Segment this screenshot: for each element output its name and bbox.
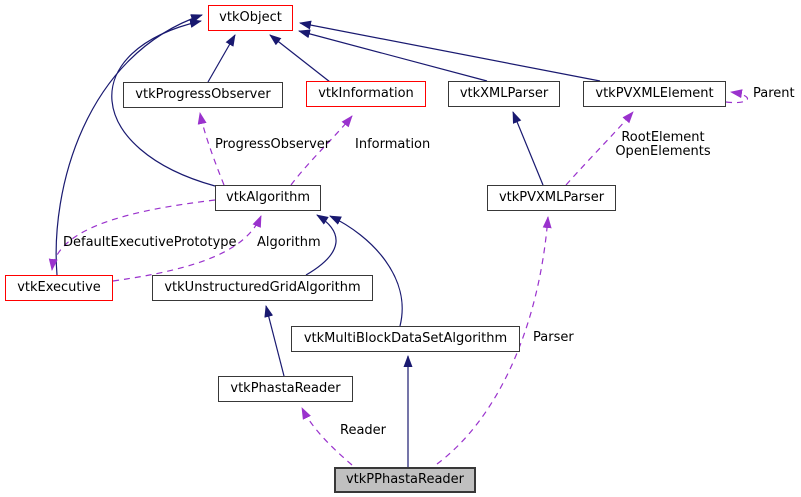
edge-label-reader: Reader xyxy=(340,423,387,438)
node-vtkphastareader[interactable]: vtkPhastaReader xyxy=(218,376,353,402)
node-vtkmultiblockdatasetalgorithm[interactable]: vtkMultiBlockDataSetAlgorithm xyxy=(291,326,520,352)
node-vtkexecutive[interactable]: vtkExecutive xyxy=(5,275,113,301)
node-vtkalgorithm[interactable]: vtkAlgorithm xyxy=(215,185,321,211)
node-vtkinformation[interactable]: vtkInformation xyxy=(306,81,426,107)
edge-label-information: Information xyxy=(355,137,431,152)
edge-inherit-algorithm-object xyxy=(111,19,216,187)
edge-label-parser: Parser xyxy=(533,330,574,345)
edge-inherit-pvxmlparser-xmlparser xyxy=(512,111,544,186)
node-vtkunstructuredgridalgorithm[interactable]: vtkUnstructuredGridAlgorithm xyxy=(152,275,373,301)
edge-usage-progressobserver xyxy=(197,112,225,186)
node-vtkobject[interactable]: vtkObject xyxy=(208,5,293,31)
edge-inherit-xmlparser-object xyxy=(298,29,488,82)
edge-usage-reader xyxy=(301,407,353,466)
edge-usage-parser xyxy=(436,216,552,465)
edge-usage-algorithm xyxy=(112,215,262,282)
edge-inherit-multiblock-algorithm xyxy=(329,215,403,327)
edge-inherit-phastareader-unstructuredgrid xyxy=(264,305,285,377)
edge-usage-rootelement xyxy=(565,111,634,186)
node-vtkpvxmlparser[interactable]: vtkPVXMLParser xyxy=(487,185,616,211)
edge-inherit-progressobserver-object xyxy=(207,34,236,83)
edge-label-algorithm: Algorithm xyxy=(257,235,321,250)
edge-inherit-pvxmlelement-object xyxy=(299,20,601,82)
node-vtkpvxmlelement[interactable]: vtkPVXMLElement xyxy=(583,81,726,107)
edge-usage-defaultexecutiveprototype xyxy=(48,199,216,271)
node-vtkprogressobserver[interactable]: vtkProgressObserver xyxy=(123,82,283,108)
edge-inherit-information-object xyxy=(269,34,331,83)
edge-label-parent: Parent xyxy=(753,86,795,101)
node-vtkxmlparser[interactable]: vtkXMLParser xyxy=(448,81,560,107)
edge-label-defaultexecutiveprototype: DefaultExecutivePrototype xyxy=(63,235,237,250)
edge-usage-parent-selfloop xyxy=(725,89,748,104)
edge-label-rootelement-openelements: RootElement OpenElements xyxy=(615,130,711,159)
node-vtkpphastareader: vtkPPhastaReader xyxy=(334,467,476,493)
edge-inherit-unstructuredgrid-algorithm xyxy=(305,214,337,276)
edge-inherit-executive-object xyxy=(55,14,203,276)
edge-label-progressobserver: ProgressObserver xyxy=(215,137,331,152)
edge-usage-information xyxy=(290,115,353,186)
